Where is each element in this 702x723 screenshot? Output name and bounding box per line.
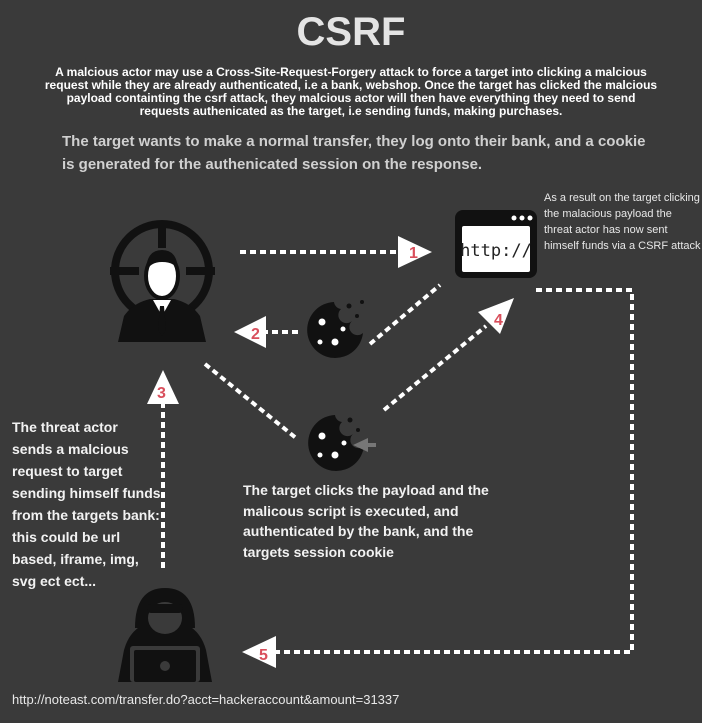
arrow-step-3 (147, 370, 179, 570)
arrow-step-2 (234, 316, 298, 348)
step-label-4: 4 (494, 312, 503, 329)
browser-window-icon: http:// (455, 210, 537, 278)
step-label-2: 2 (251, 326, 260, 343)
hacker-laptop-icon (118, 588, 212, 682)
cookie-icon (307, 300, 364, 358)
arrow-cookie-link (203, 283, 442, 440)
arrow-step-4 (382, 298, 514, 412)
cookie-icon (308, 415, 376, 471)
target-person-icon (110, 220, 215, 342)
browser-url-text: http:// (460, 241, 532, 261)
result-note: As a result on the target clicking the m… (544, 192, 701, 252)
threat-actor-note: The threat actor sends a malcious reques… (12, 419, 161, 589)
payload-note: The target clicks the payload and the ma… (243, 482, 489, 560)
step-label-1: 1 (409, 245, 418, 262)
step-label-5: 5 (259, 647, 268, 664)
arrow-step-1 (240, 236, 432, 268)
arrow-step-5 (242, 288, 634, 668)
page-title: CSRF (296, 10, 406, 54)
intro-text: A malcious actor may use a Cross-Site-Re… (44, 65, 658, 118)
step-label-3: 3 (157, 385, 166, 402)
step0-description: The target wants to make a normal transf… (62, 133, 646, 173)
payload-url: http://noteast.com/transfer.do?acct=hack… (12, 692, 400, 707)
